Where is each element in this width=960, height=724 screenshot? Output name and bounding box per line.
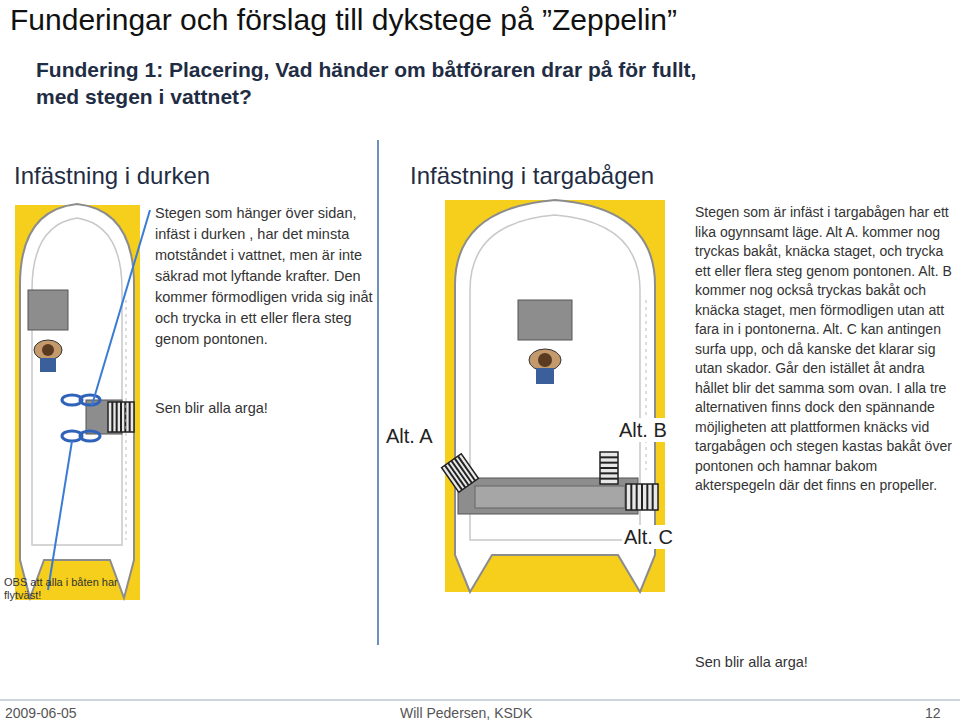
ladder-rung [641, 484, 643, 510]
page-number: 12 [925, 704, 955, 722]
boat-deck [470, 215, 640, 540]
ladder-frame [442, 454, 479, 492]
person [34, 340, 62, 360]
ladder-rung [129, 402, 131, 432]
person-head [42, 344, 54, 356]
ladder-rung [652, 484, 654, 510]
footer-date: 2009-06-05 [5, 704, 155, 722]
ladder-rung [600, 467, 618, 469]
note-text: Stegen som hänger över sidan, infäst i d… [155, 203, 373, 350]
boat-hull [20, 204, 134, 598]
ladder-rung [600, 456, 618, 458]
hoop-lines [48, 210, 150, 590]
footer-rule [0, 700, 960, 701]
ladder-rung [636, 484, 638, 510]
ladder-rung [120, 402, 122, 432]
ladder [108, 402, 134, 432]
ladder-rung [600, 478, 618, 480]
ladder-rung [116, 402, 118, 432]
deck-rail [646, 300, 647, 470]
person-head [538, 353, 552, 367]
person-body [40, 358, 56, 372]
person-body [536, 368, 554, 384]
person [529, 349, 561, 371]
section-heading: Infästning i targabågen [410, 162, 690, 190]
ladder-rung [600, 462, 618, 464]
footer-author: Will Pedersen, KSDK [400, 704, 620, 722]
note-text: Sen blir alla arga! [695, 652, 895, 672]
ladder-rung [600, 472, 618, 474]
ladder-rung [458, 456, 475, 481]
ladder [442, 454, 479, 492]
slide-title: Funderingar och förslag till dykstege på… [10, 2, 950, 38]
console [28, 290, 68, 330]
option-label: Alt. A [384, 424, 435, 448]
ladder-frame [600, 452, 618, 484]
water [15, 205, 140, 600]
ladder [626, 484, 658, 510]
divider-line [377, 140, 379, 645]
ladder [600, 452, 618, 484]
targa-bar [475, 486, 625, 508]
note-text: Sen blir alla arga! [155, 398, 365, 418]
ladder-frame [108, 402, 134, 432]
ladder-frame [626, 484, 658, 510]
note-text: Stegen som är infäst i targabågen har et… [695, 203, 955, 496]
ladder-hoops [62, 395, 100, 441]
section-heading: Infästning i durken [14, 162, 254, 190]
option-label: Alt. B [617, 418, 669, 442]
boat-deck [32, 218, 122, 545]
ladder-rung [630, 484, 632, 510]
ladder-rung [111, 402, 113, 432]
note-text: OBS att alla i båten har flytväst! [4, 576, 126, 602]
option-label: Alt. C [622, 525, 675, 549]
console [518, 300, 572, 340]
deck-rail [126, 300, 127, 540]
ladder-rung [646, 484, 648, 510]
subtitle: Fundering 1: Placering, Vad händer om bå… [36, 56, 726, 110]
